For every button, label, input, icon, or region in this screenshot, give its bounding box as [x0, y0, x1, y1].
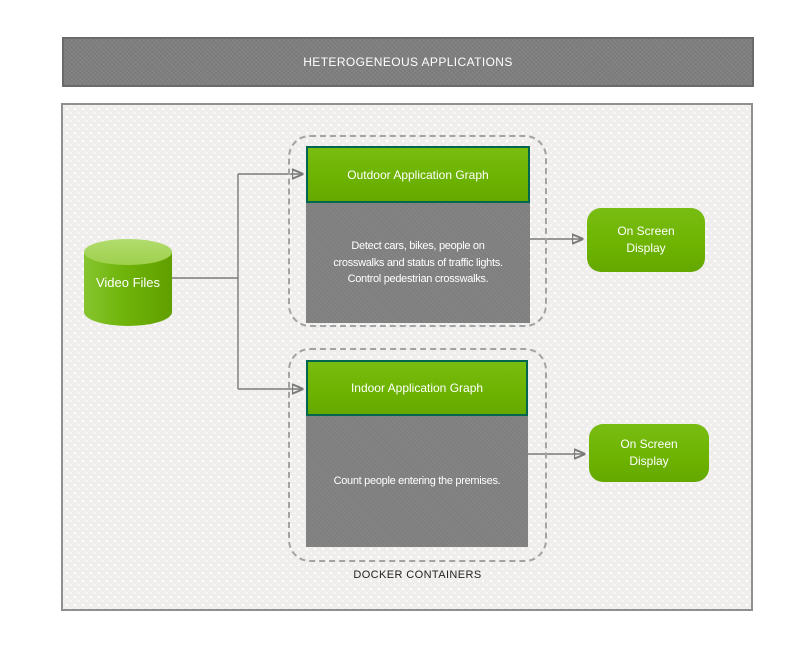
docker-group-outdoor — [288, 135, 547, 327]
indoor-application-description: Count people entering the premises. — [306, 416, 528, 547]
indoor-description-line: Count people entering the premises. — [333, 475, 501, 488]
heterogeneous-applications-bar: HETEROGENEOUS APPLICATIONS — [62, 37, 754, 87]
heterogeneous-applications-label: HETEROGENEOUS APPLICATIONS — [303, 55, 513, 69]
outdoor-application-header: Outdoor Application Graph — [306, 146, 530, 203]
indoor-application-header: Indoor Application Graph — [306, 360, 528, 416]
cylinder-top-ellipse — [84, 239, 172, 265]
on-screen-display-outdoor[interactable]: On Screen Display — [587, 208, 705, 272]
video-files-label: Video Files — [95, 275, 161, 290]
on-screen-display-indoor-label: On Screen Display — [620, 436, 678, 468]
on-screen-display-indoor[interactable]: On Screen Display — [589, 424, 709, 482]
outdoor-application-block[interactable]: Outdoor Application Graph Detect cars, b… — [306, 146, 530, 323]
indoor-application-block[interactable]: Indoor Application Graph Count people en… — [306, 360, 528, 547]
outdoor-description-line: crosswalks and status of traffic lights. — [333, 256, 503, 269]
outdoor-application-description: Detect cars, bikes, people on crosswalks… — [306, 203, 530, 323]
docker-containers-label: DOCKER CONTAINERS — [353, 569, 482, 581]
outdoor-application-title: Outdoor Application Graph — [347, 167, 489, 182]
outdoor-description-line: Detect cars, bikes, people on — [351, 240, 485, 253]
docker-group-indoor — [288, 348, 547, 562]
indoor-application-title: Indoor Application Graph — [350, 381, 484, 395]
outdoor-description-line: Control pedestrian crosswalks. — [347, 273, 489, 286]
on-screen-display-outdoor-label: On Screen Display — [617, 223, 675, 255]
video-files-cylinder[interactable]: Video Files — [84, 239, 172, 326]
